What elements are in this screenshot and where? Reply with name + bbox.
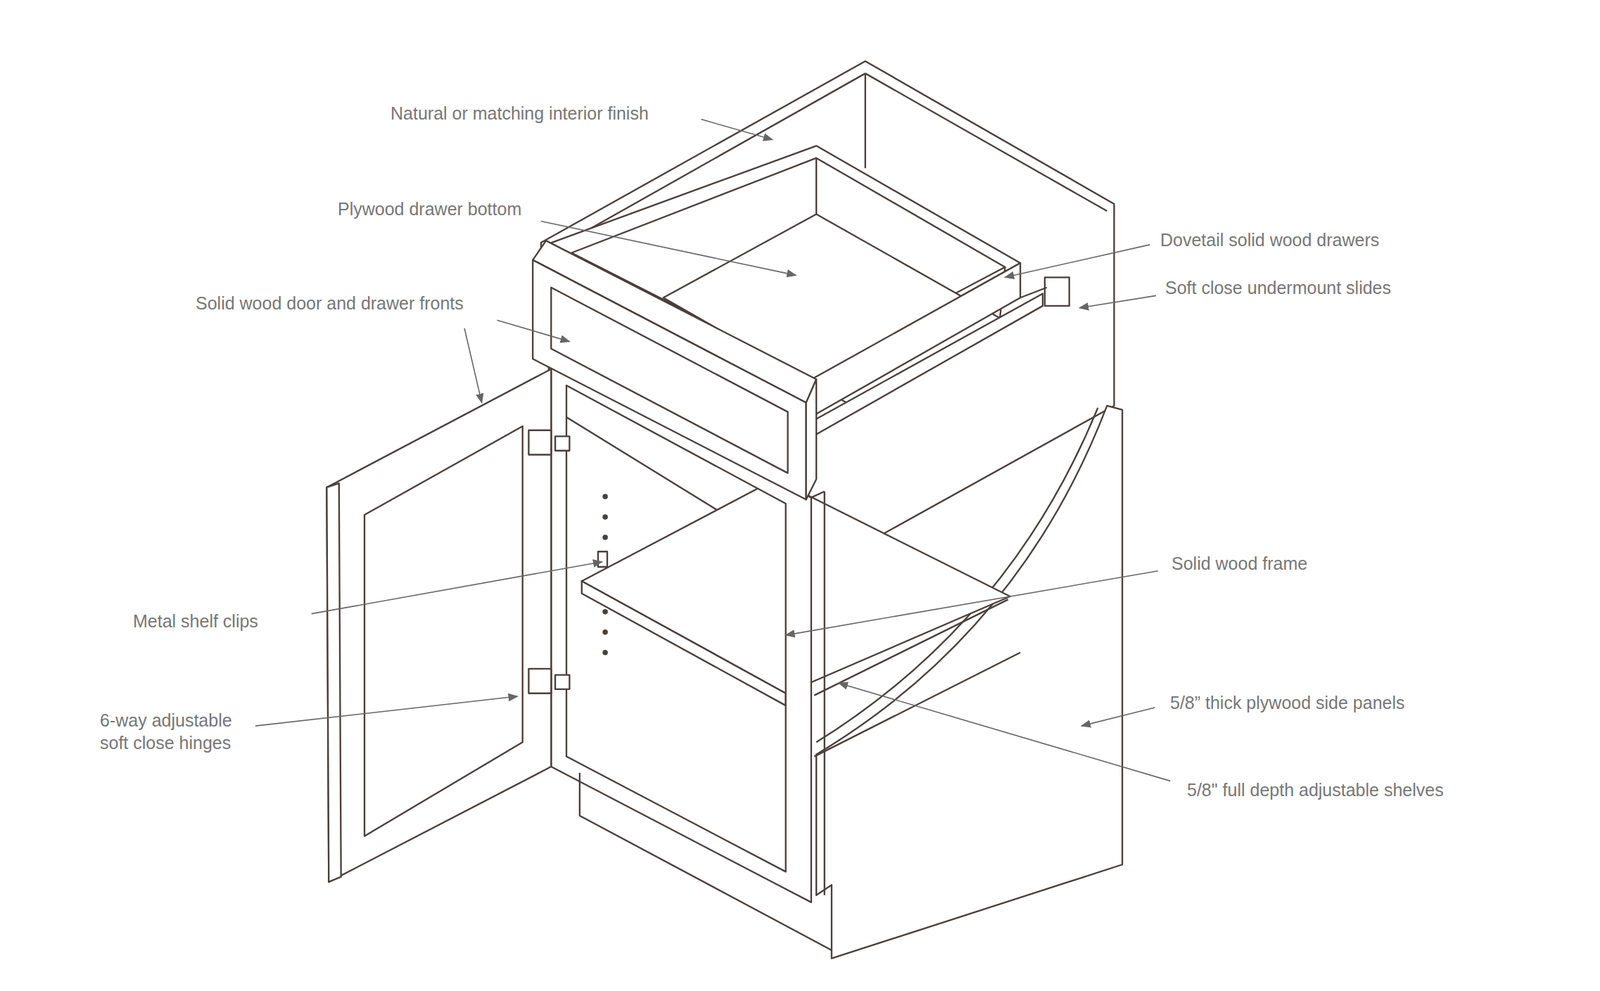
callout-label: 6-way adjustable soft close hinges [99, 709, 262, 755]
shelf-pin-holes [602, 493, 608, 656]
leader-lines [255, 119, 1171, 782]
cabinet-drawing [326, 61, 1123, 960]
callout-label: Solid wood door and drawer fronts [195, 291, 464, 315]
callout-label: Soft close undermount slides [1165, 276, 1392, 300]
callout-label: Natural or matching interior finish [390, 102, 649, 125]
callout-label: Dovetail solid wood drawers [1160, 228, 1380, 252]
callout-label: Solid wood frame [1171, 552, 1308, 575]
callout-label: 5/8" full depth adjustable shelves [1186, 778, 1444, 802]
callout-label: Plywood drawer bottom [337, 197, 522, 221]
callout-label: 5/8” thick plywood side panels [1170, 691, 1406, 715]
callout-label: Metal shelf clips [132, 610, 259, 633]
